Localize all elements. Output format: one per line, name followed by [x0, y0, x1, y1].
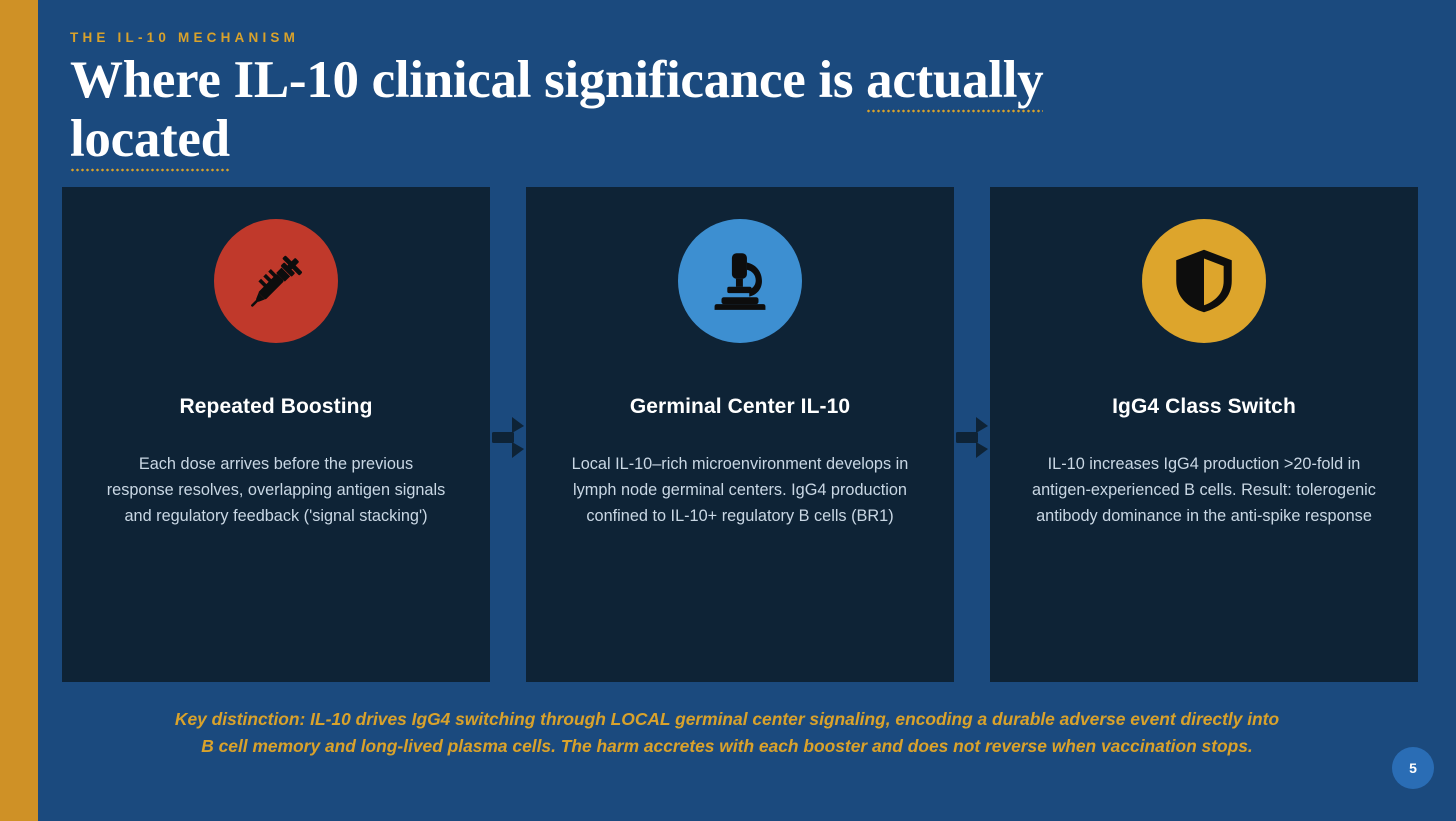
footer-key-distinction: Key distinction: IL-10 drives IgG4 switc… [62, 706, 1392, 760]
card-3-title: IgG4 Class Switch [1112, 395, 1296, 418]
gold-left-rail [0, 0, 38, 821]
card-2-icon-badge [678, 219, 802, 343]
card-igg4-class-switch[interactable]: IgG4 Class Switch IL-10 increases IgG4 p… [990, 187, 1418, 682]
footer-line-1: Key distinction: IL-10 drives IgG4 switc… [174, 709, 1280, 729]
card-1-title: Repeated Boosting [179, 395, 373, 418]
card-germinal-center-il10[interactable]: Germinal Center IL-10 Local IL-10–rich m… [526, 187, 954, 682]
mechanism-cards-row: Repeated Boosting Each dose arrives befo… [62, 187, 1418, 682]
card-2-title: Germinal Center IL-10 [629, 395, 851, 418]
card-3-icon-badge [1142, 219, 1266, 343]
shield-icon [1176, 249, 1232, 313]
footer-line-2: B cell memory and long-lived plasma cell… [201, 735, 1253, 756]
arrow-right-icon [956, 417, 988, 458]
card-gap-1 [490, 187, 526, 682]
page-number-badge: 5 [1392, 747, 1434, 789]
arrow-right-icon [492, 417, 524, 458]
title-underlined-actually: actually [866, 51, 1044, 114]
card-3-body: IL-10 increases IgG4 production >20-fold… [1032, 455, 1376, 526]
title-underlined-located: located [70, 110, 230, 174]
microscope-icon [714, 253, 766, 310]
card-1-icon-badge [214, 219, 338, 343]
card-gap-2 [954, 187, 990, 682]
slide-header: THE IL-10 MECHANISM Where IL-10 clinical… [70, 30, 1410, 174]
card-repeated-boosting[interactable]: Repeated Boosting Each dose arrives befo… [62, 187, 490, 682]
card-2-body: Local IL-10–rich microenvironment develo… [571, 455, 909, 526]
title-plain: Where IL-10 clinical significance is [70, 51, 867, 109]
card-1-body: Each dose arrives before the previous re… [106, 455, 446, 526]
page-title: Where IL-10 clinical significance is act… [70, 51, 1300, 174]
syringe-icon [251, 255, 302, 307]
eyebrow-label: THE IL-10 MECHANISM [70, 30, 300, 45]
